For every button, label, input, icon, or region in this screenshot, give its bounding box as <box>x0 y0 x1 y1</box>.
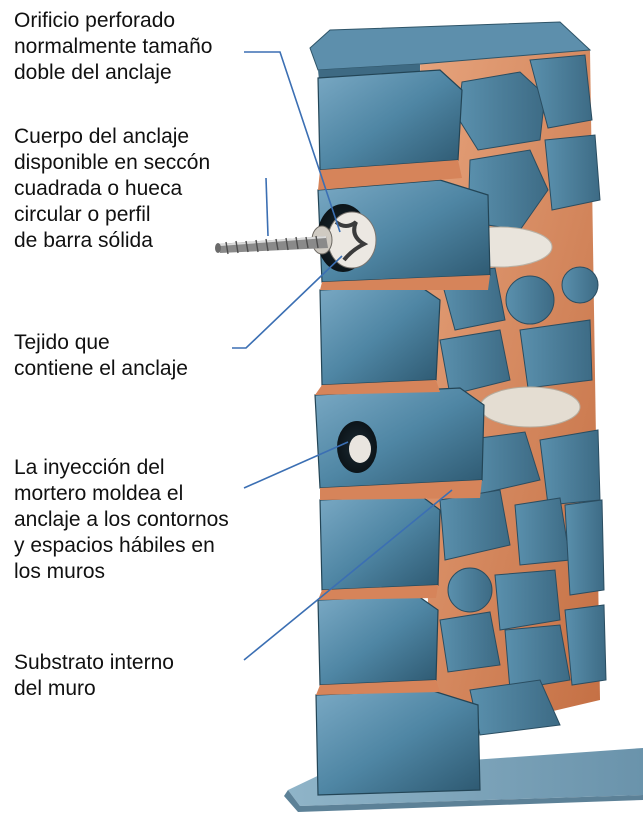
leader-substrate <box>243 489 453 661</box>
anchor-rod <box>215 235 328 255</box>
fabric-sock-lower <box>349 435 371 463</box>
label-substrate: Substrato interno del muro <box>14 651 174 700</box>
leader-hole <box>244 51 341 233</box>
mortar-joints <box>315 160 490 695</box>
base-plate-edge <box>284 790 643 812</box>
label-fabric: Tejido que contiene el anclaje <box>14 331 188 380</box>
leader-fabric <box>232 255 343 349</box>
leader-lines <box>232 51 453 661</box>
fabric-sock <box>327 211 377 269</box>
label-grout-injection: La inyección del mortero moldea el ancla… <box>14 456 229 583</box>
leader-grout <box>243 441 349 489</box>
label-anchor-body: Cuerpo del anclaje disponible en seccón … <box>14 125 211 252</box>
leader-anchor-body <box>265 177 269 237</box>
label-drilled-hole: Orificio perforado normalmente tamaño do… <box>14 9 213 84</box>
